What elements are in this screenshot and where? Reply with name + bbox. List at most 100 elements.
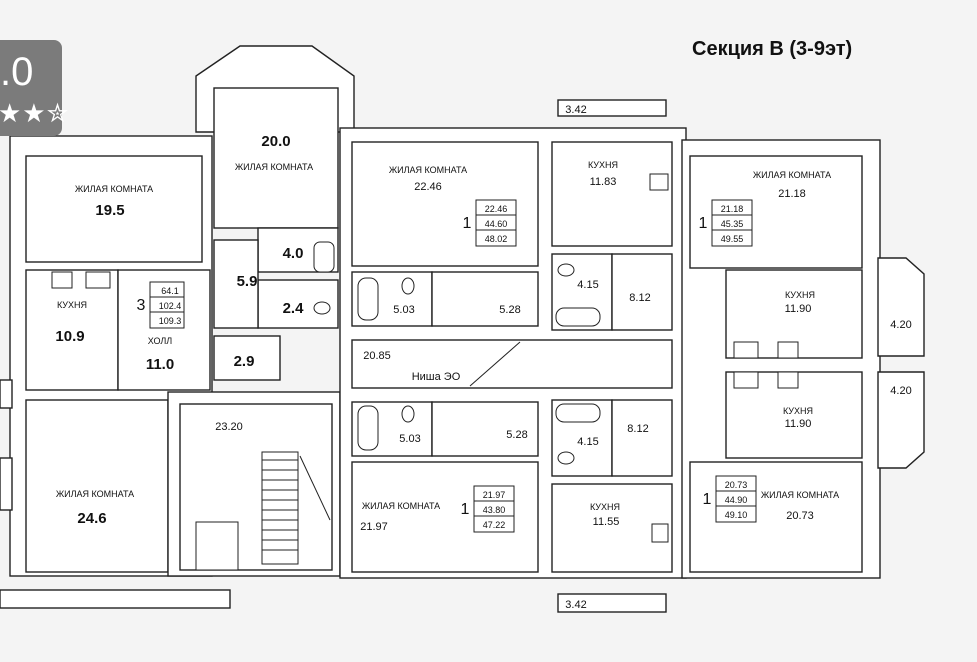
bathtub-icon [357, 277, 379, 321]
bathtub-icon [555, 307, 601, 327]
bathtub-icon [357, 405, 379, 451]
stove-icon [51, 271, 73, 289]
bathtub-icon [313, 241, 335, 273]
room-kitchen-10-9 [25, 269, 119, 391]
plan-label-liv-21-97-name: ЖИЛАЯ КОМНАТА [362, 501, 440, 511]
elevator-icon [195, 521, 239, 571]
apartment-area-apt-1-b-2: 47.22 [483, 520, 506, 530]
apt-box-1-d [715, 475, 757, 523]
apartment-area-apt-1-b-1: 43.80 [483, 505, 506, 515]
plan-label-hall-8-12-top: 8.12 [629, 292, 650, 304]
plan-label-liv-20-0-area: 20.0 [261, 133, 290, 150]
room-hall-5-28-bottom [431, 401, 539, 457]
plan-label-kitchen-11-90-bottom-name: КУХНЯ [783, 406, 813, 416]
plan-label-hall-8-12-bottom: 8.12 [627, 423, 648, 435]
plan-label-kitchen-11-90-top-area: 11.90 [785, 303, 812, 315]
apartment-area-apt-1-c-0: 21.18 [721, 204, 744, 214]
rating-badge[interactable]: .0 ★★✮ [0, 40, 68, 136]
left-wall-stub [0, 379, 13, 409]
plan-label-kitchen-11-90-top-name: КУХНЯ [785, 290, 815, 300]
apartment-area-apt-1-a-1: 44.60 [485, 219, 508, 229]
toilet-icon [313, 301, 331, 315]
plan-label-corridor-20-85: 20.85 [363, 350, 391, 362]
plan-label-kitchen-11-55-area: 11.55 [593, 516, 620, 528]
plan-label-liv-24-6-area: 24.6 [77, 510, 106, 527]
left-wall-stub-2 [0, 457, 13, 511]
sink-icon [85, 271, 111, 289]
toilet-icon [401, 405, 415, 423]
toilet-icon [401, 277, 415, 295]
apartment-area-apt-1-d-0: 20.73 [725, 480, 748, 490]
sink-icon [733, 341, 759, 359]
room-living-20-0 [213, 87, 339, 229]
plan-label-bath-4-15-top: 4.15 [577, 279, 598, 291]
plan-label-hall-5-28-top: 5.28 [499, 304, 520, 316]
apartment-rooms-apt-1-a: 1 [463, 215, 472, 232]
plan-label-bath-4-15-bottom: 4.15 [577, 436, 598, 448]
balcony-right-bottom [877, 371, 925, 469]
plan-label-liv-21-97-area: 21.97 [360, 521, 388, 533]
balcony-right-top [877, 257, 925, 357]
plan-label-bath-5-03-bottom: 5.03 [399, 433, 420, 445]
room-hall-5-28-top [431, 271, 539, 327]
plan-label-liv-19-5-name: ЖИЛАЯ КОМНАТА [75, 184, 153, 194]
plan-label-hall-5-28-bottom: 5.28 [506, 429, 527, 441]
balcony-bottom [557, 593, 667, 613]
plan-label-balc-4-20-bottom: 4.20 [890, 385, 911, 397]
plan-label-holl-area: 11.0 [146, 356, 174, 373]
plan-label-a-5-9: 5.9 [237, 273, 258, 290]
room-hall-8-12-top [611, 253, 673, 331]
room-kitchen-11-83 [551, 141, 673, 247]
room-holl-11-0 [117, 269, 211, 391]
apt-box-1-b [473, 485, 515, 533]
stove-icon [777, 341, 799, 359]
stove-icon [777, 371, 799, 389]
apartment-rooms-apt-1-b: 1 [461, 501, 470, 518]
plan-label-a-2-4: 2.4 [283, 300, 305, 317]
apt-box-1-a [475, 199, 517, 247]
apartment-area-apt-1-a-2: 48.02 [485, 234, 508, 244]
rating-stars-icon: ★★✮ [0, 98, 70, 128]
plan-label-niche: Ниша ЭО [412, 371, 461, 383]
plan-label-a-4-0: 4.0 [283, 245, 304, 262]
bottom-left-wall [0, 589, 231, 609]
room-living-24-6 [25, 399, 169, 573]
toilet-icon [557, 451, 575, 465]
plan-label-stair-23-20: 23.20 [215, 421, 243, 433]
room-corridor-20-85 [351, 339, 673, 389]
apartment-area-apt-1-d-1: 44.90 [725, 495, 748, 505]
apartment-area-apt-3-0: 64.1 [161, 286, 179, 296]
apartment-area-apt-1-c-1: 45.35 [721, 219, 744, 229]
plan-label-kitchen-11-55-name: КУХНЯ [590, 502, 620, 512]
plan-label-kitchen-11-83-area: 11.83 [590, 176, 617, 188]
plan-label-liv-21-18-area: 21.18 [778, 188, 806, 200]
toilet-icon [557, 263, 575, 277]
stairs-icon [261, 451, 331, 565]
room-2-9 [213, 335, 281, 381]
plan-label-liv-22-46-name: ЖИЛАЯ КОМНАТА [389, 165, 467, 175]
apartment-area-apt-3-1: 102.4 [159, 301, 182, 311]
plan-label-kitchen-10-9-name: КУХНЯ [57, 300, 87, 310]
niche-door [469, 341, 521, 387]
balcony-top [557, 99, 667, 117]
room-5-9 [213, 239, 259, 329]
apartment-area-apt-3-2: 109.3 [159, 316, 182, 326]
plan-label-liv-24-6-name: ЖИЛАЯ КОМНАТА [56, 489, 134, 499]
plan-label-holl-name: ХОЛЛ [148, 336, 173, 346]
plan-label-liv-20-73-area: 20.73 [786, 510, 814, 522]
plan-label-liv-19-5-area: 19.5 [95, 202, 124, 219]
stove-icon [649, 173, 669, 191]
plan-label-balc-top: 3.42 [565, 104, 586, 116]
apartment-area-apt-1-b-0: 21.97 [483, 490, 506, 500]
plan-label-kitchen-10-9-area: 10.9 [55, 328, 84, 345]
apartment-rooms-apt-1-c: 1 [699, 215, 708, 232]
stove-icon [651, 523, 669, 543]
plan-label-bath-5-03-top: 5.03 [393, 304, 414, 316]
apartment-area-apt-1-a-0: 22.46 [485, 204, 508, 214]
sink-icon [733, 371, 759, 389]
plan-label-balc-bottom: 3.42 [565, 599, 586, 611]
plan-label-liv-21-18-name: ЖИЛАЯ КОМНАТА [753, 170, 831, 180]
section-title: Секция В (3-9эт) [692, 38, 853, 60]
room-hall-8-12-bottom [611, 399, 673, 477]
